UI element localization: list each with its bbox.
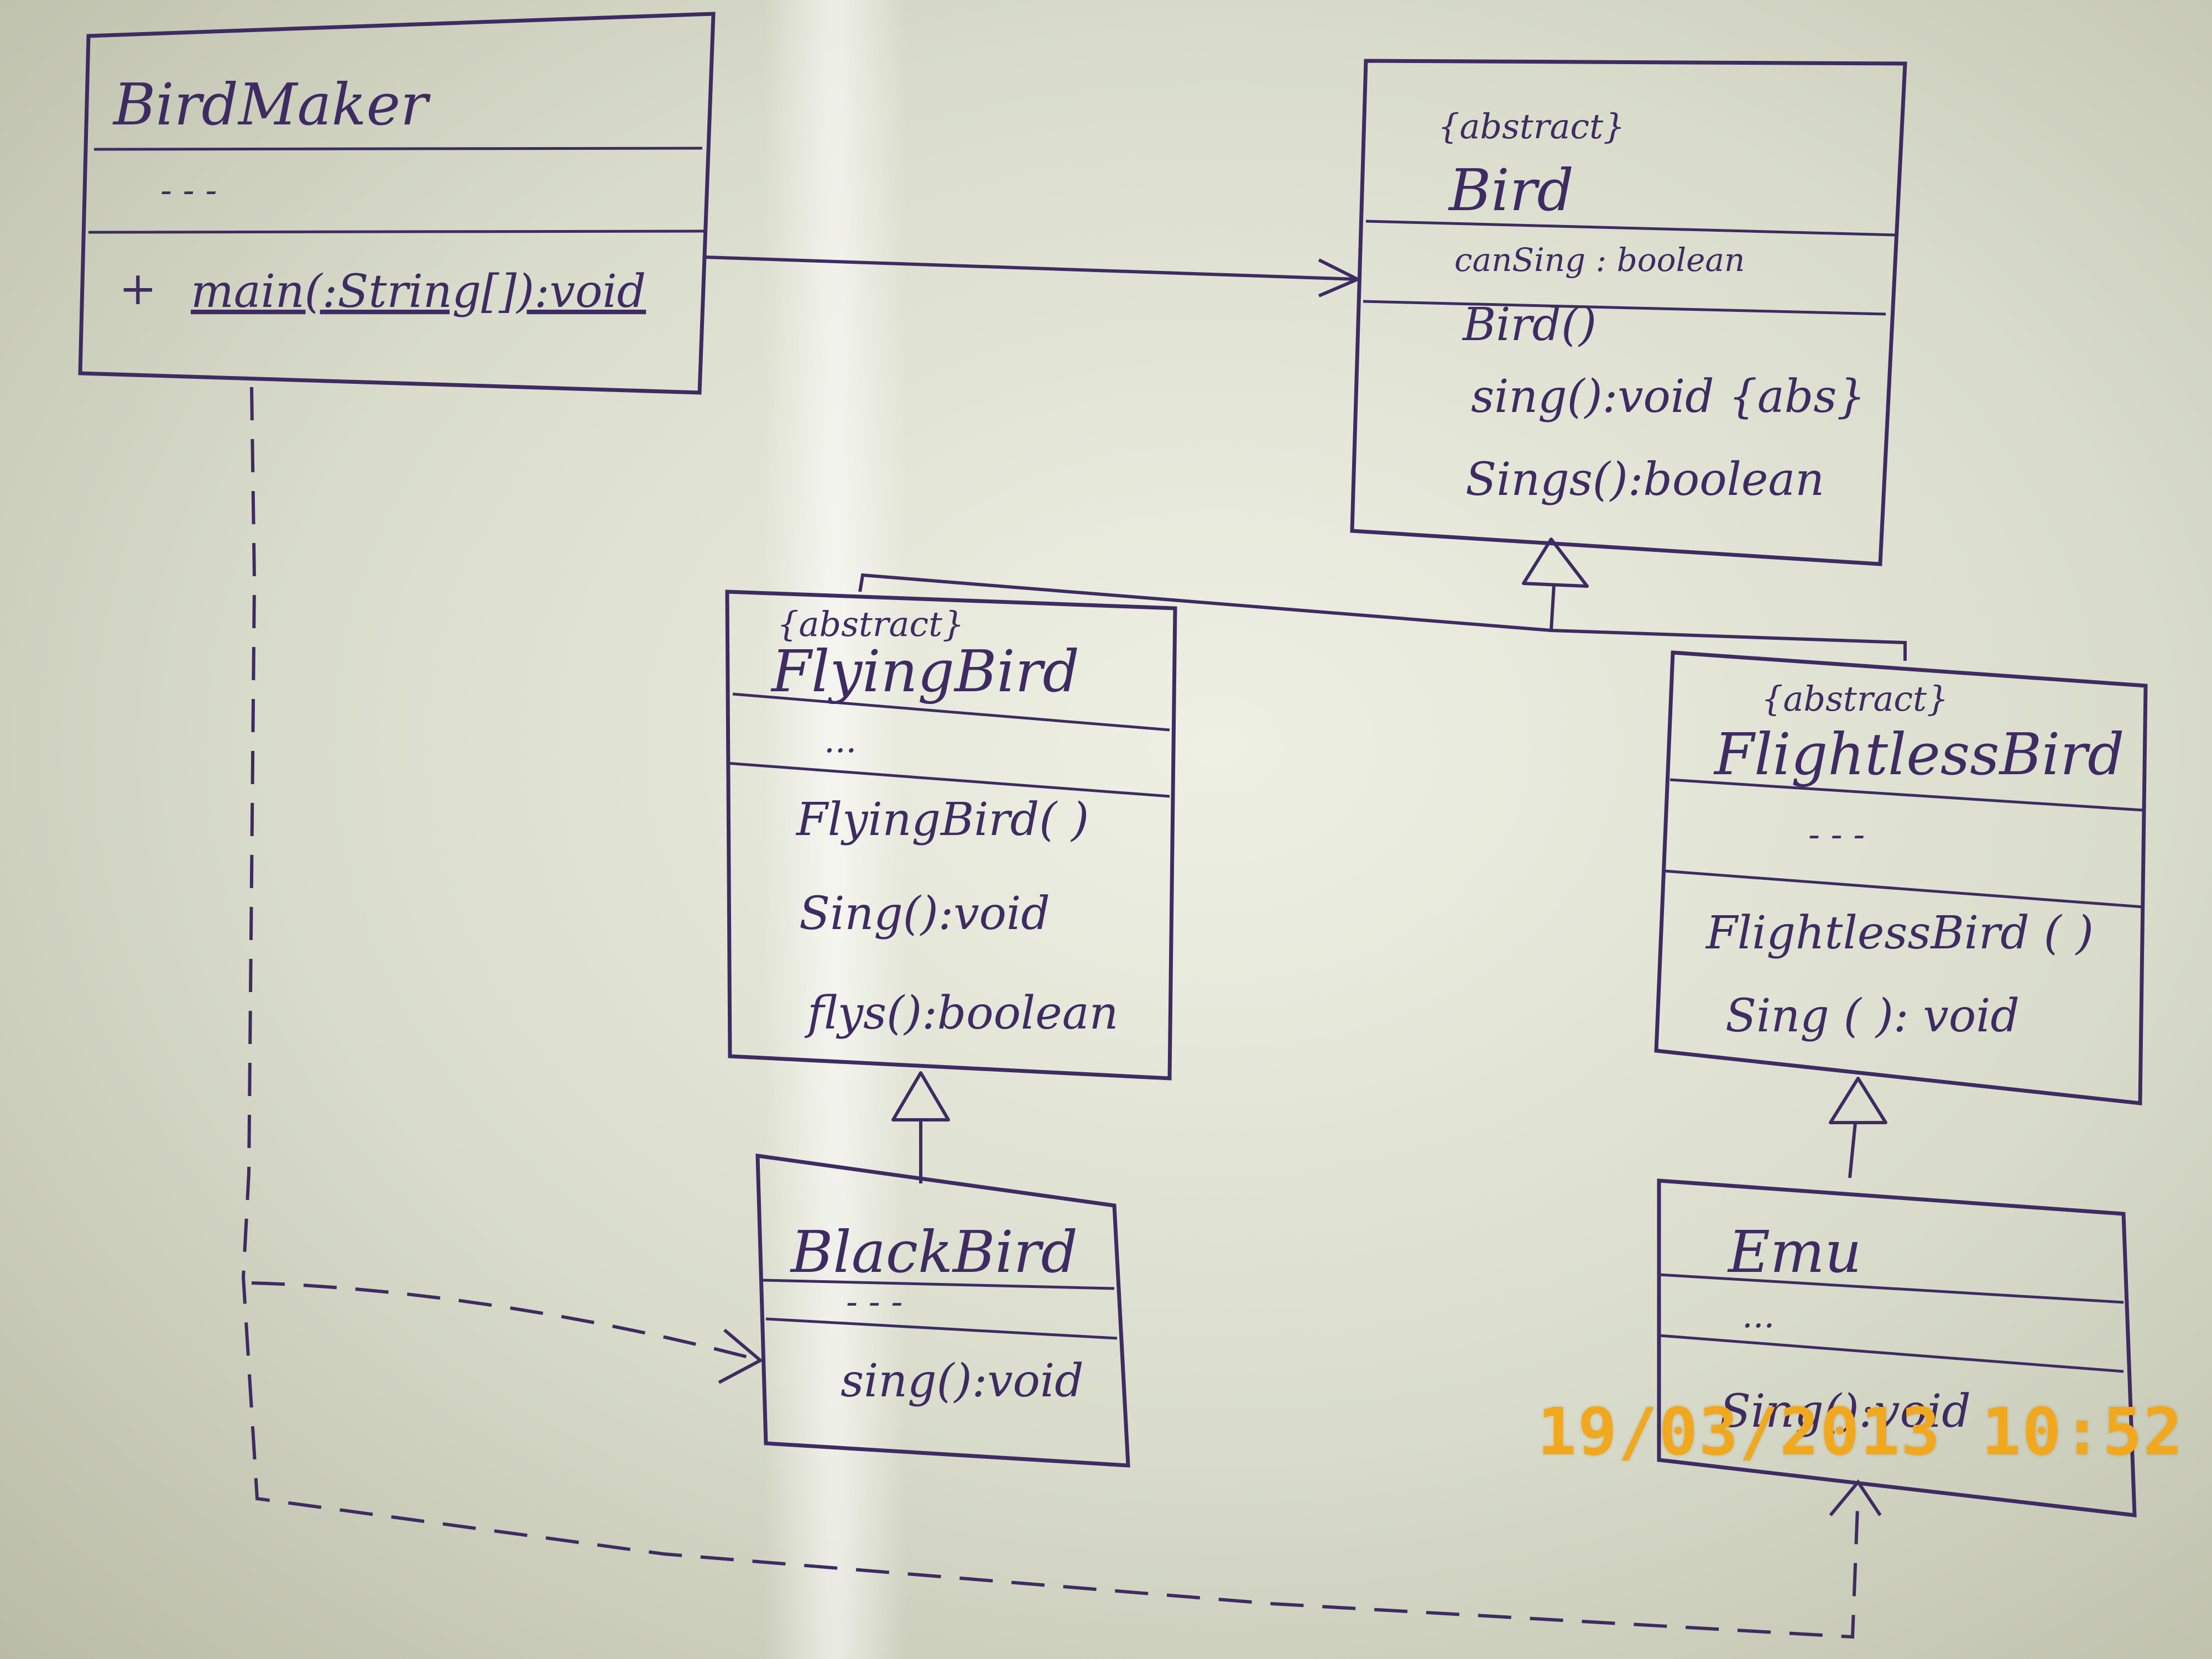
flightlessbird-name: FlightlessBird (1713, 721, 2125, 788)
blackbird-name: BlackBird (790, 1218, 1078, 1286)
flightlessbird-attributes: - - - (1808, 814, 1865, 854)
blackbird-attributes: - - - (846, 1281, 902, 1322)
class-bird: {abstract} Bird canSing : boolean Bird()… (1350, 59, 1907, 566)
timestamp-overlay: 19/03/2013 10:52 (1537, 1394, 2184, 1470)
flyingbird-flys-method: flys():boolean (804, 987, 1118, 1040)
flyingbird-name: FlyingBird (770, 638, 1079, 705)
birdmaker-attributes: - - - (160, 170, 217, 210)
flyingbird-attributes: ... (824, 720, 857, 760)
birdmaker-name: BirdMaker (112, 71, 431, 138)
blackbird-sing-method: sing():void (841, 1355, 1084, 1407)
association-birdmaker-to-bird (705, 255, 1362, 298)
bird-constructor: Bird() (1462, 299, 1597, 351)
flightlessbird-stereotype: {abstract} (1761, 679, 1949, 719)
bird-name: Bird (1448, 156, 1574, 224)
bird-attribute-cansing: canSing : boolean (1454, 241, 1745, 279)
dependency-birdmaker (241, 387, 1882, 1639)
bird-sings-method: Sings():boolean (1465, 453, 1824, 506)
inheritance-blackbird-to-flyingbird (891, 1071, 950, 1183)
flightlessbird-sing-method: Sing ( ): void (1725, 990, 2020, 1042)
class-birdmaker: BirdMaker - - - + main(:String[]):void (78, 12, 716, 395)
flyingbird-stereotype: {abstract} (777, 604, 964, 644)
inheritance-to-bird (858, 538, 1907, 661)
class-flyingbird: {abstract} FlyingBird ... FlyingBird( ) … (725, 589, 1177, 1081)
bird-sing-method: sing():void {abs} (1471, 371, 1866, 423)
class-blackbird: BlackBird - - - sing():void (755, 1153, 1130, 1468)
class-flightlessbird: {abstract} FlightlessBird - - - Flightle… (1654, 650, 2148, 1105)
birdmaker-visibility: + (119, 263, 157, 315)
emu-sing-method: Sing():void (1720, 1385, 1971, 1438)
bird-stereotype: {abstract} (1438, 106, 1625, 147)
emu-attributes: ... (1742, 1295, 1775, 1335)
flyingbird-constructor: FlyingBird( ) (795, 794, 1089, 846)
emu-name: Emu (1727, 1218, 1862, 1286)
inheritance-emu-to-flightlessbird (1829, 1077, 1887, 1178)
flyingbird-sing-method: Sing():void (799, 888, 1050, 940)
flightlessbird-constructor: FlightlessBird ( ) (1705, 907, 2094, 959)
birdmaker-main-method: main(:String[]):void (191, 265, 646, 318)
class-emu: Emu ... Sing():void (1657, 1178, 2137, 1517)
